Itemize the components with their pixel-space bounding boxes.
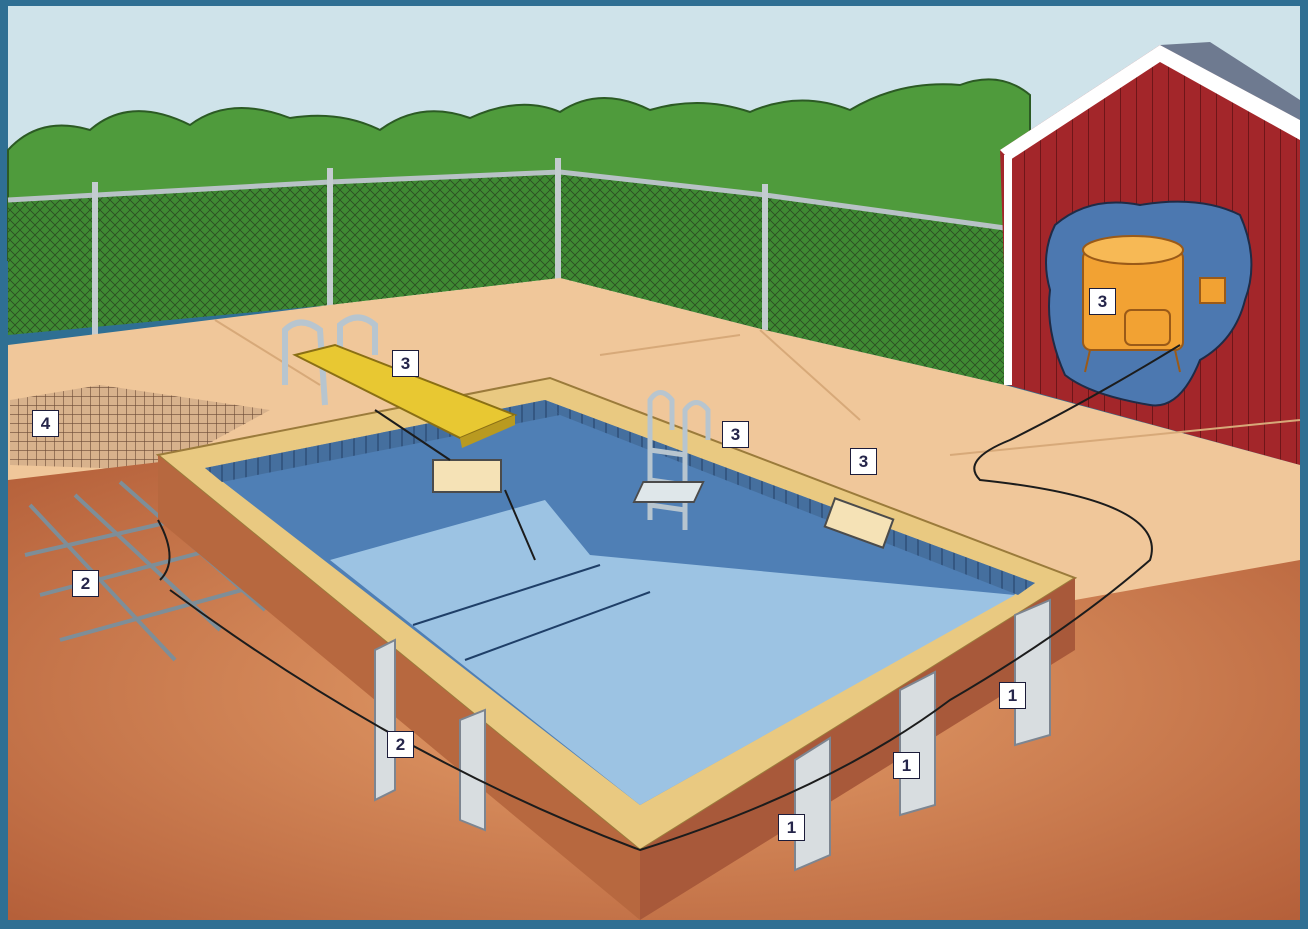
pool-floor: [330, 500, 1015, 805]
callout-2-wall: 2: [387, 731, 414, 758]
pool-wall-exterior-left: [158, 455, 640, 920]
skimmer-left: [432, 459, 502, 493]
bonding-wire: [157, 344, 1181, 852]
callout-3-pump: 3: [1089, 288, 1116, 315]
pool-equipment: [1082, 235, 1226, 373]
excavated-soil: [8, 462, 1300, 920]
pool-wall-exterior-right: [640, 578, 1075, 920]
pump-shed: [1000, 42, 1300, 465]
callout-1-left: 1: [778, 814, 805, 841]
callout-4-deck-mesh: 4: [32, 410, 59, 437]
callout-2-left: 2: [72, 570, 99, 597]
callout-3-drain: 3: [850, 448, 877, 475]
callout-1-middle: 1: [893, 752, 920, 779]
callout-3-diving-board: 3: [392, 350, 419, 377]
deck-handrail: [282, 314, 378, 406]
deck-joints: [214, 319, 1301, 456]
chain-link-fence: [7, 158, 1006, 385]
callout-1-right: 1: [999, 682, 1026, 709]
callout-3-ladder: 3: [722, 421, 749, 448]
diving-board: [292, 343, 518, 448]
skimmer-right: [823, 497, 895, 549]
deck-drain: [632, 481, 705, 503]
